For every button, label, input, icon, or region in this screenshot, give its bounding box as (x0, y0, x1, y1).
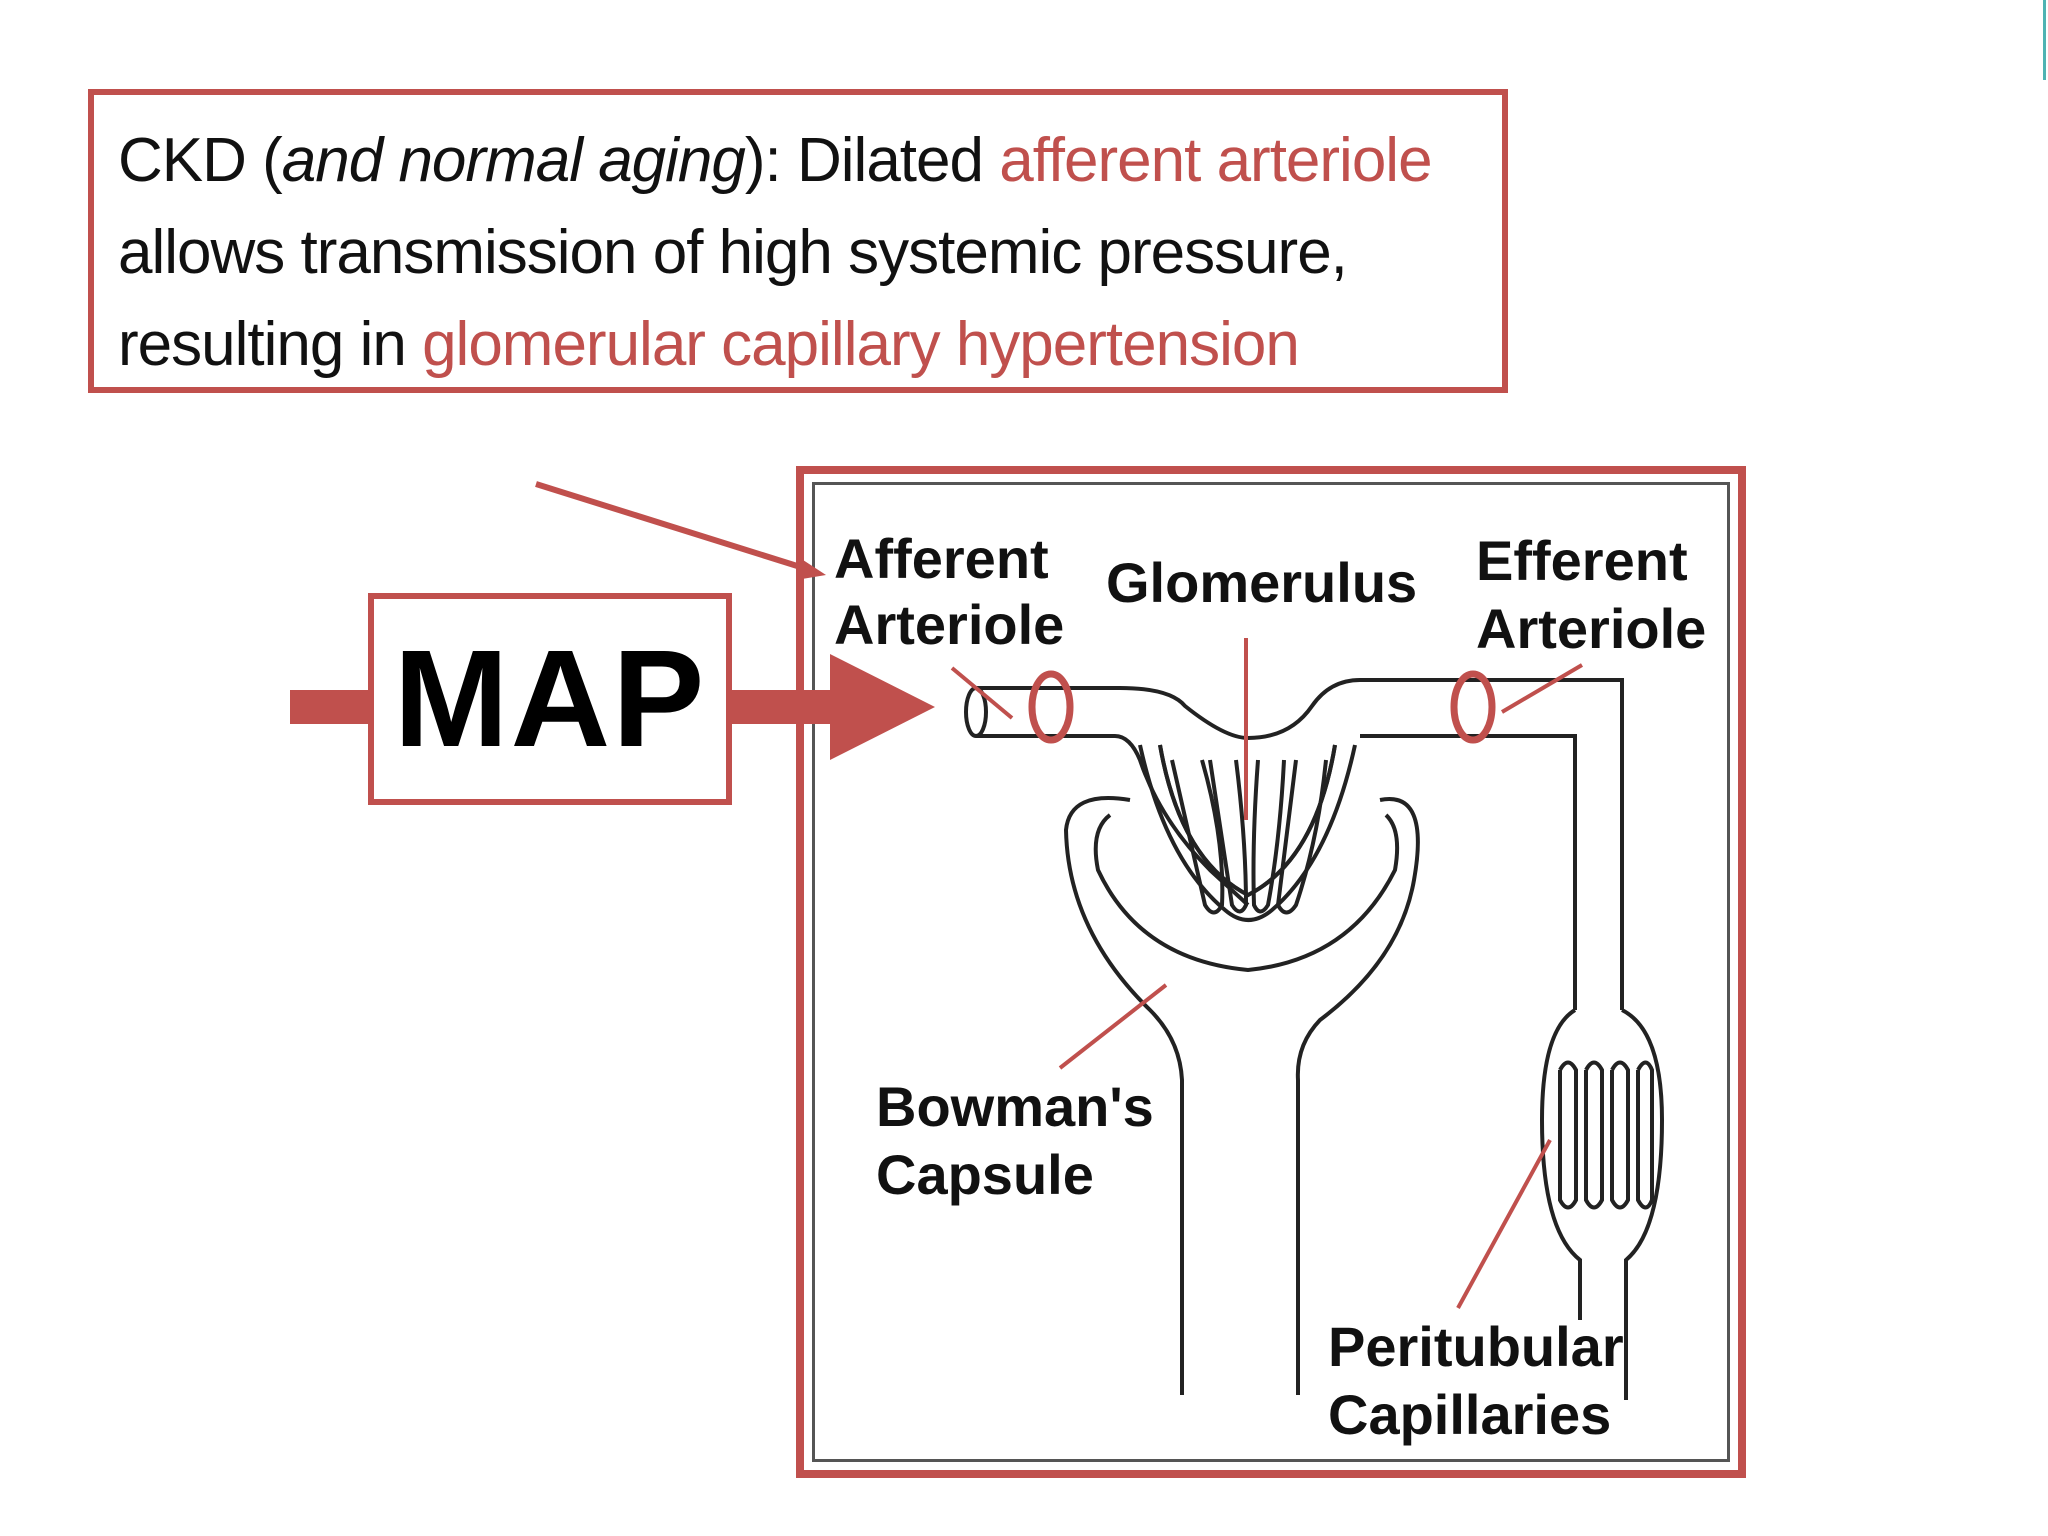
label-efferent-1: Efferent (1476, 529, 1688, 592)
afferent-pointer-head (796, 558, 826, 580)
capillary-loop-a (1170, 759, 1225, 915)
efferent-leader (1500, 663, 1584, 714)
efferent-bottom-path (1360, 734, 1577, 1010)
peritubular-leader (1456, 1139, 1552, 1309)
diagram-frame-inner (812, 482, 1730, 1462)
peritubular-right (1621, 1008, 1665, 1400)
label-peritubular-1: Peritubular (1328, 1315, 1624, 1378)
capillary-loop-b (1208, 759, 1249, 914)
label-bowmans-1: Bowman's (876, 1075, 1154, 1138)
peritubular-loop-4 (1636, 1060, 1654, 1210)
label-afferent-1: Afferent (834, 527, 1049, 590)
map-arrow-shaft (732, 690, 832, 724)
label-efferent-2: Arteriole (1476, 597, 1706, 660)
leader-lines (950, 638, 1584, 1309)
peritubular-loop-3 (1610, 1060, 1630, 1210)
caption-afferent-arteriole: afferent arteriole (999, 126, 1432, 195)
afferent-diameter-marker (1028, 670, 1074, 744)
map-box: MAP (368, 593, 732, 805)
caption-paren-close: ): (744, 126, 797, 195)
caption-line-2: allows transmission of high systemic pre… (118, 218, 1348, 287)
map-arrow-tail (290, 690, 370, 724)
label-afferent-2: Arteriole (834, 593, 1064, 656)
afferent-pointer-line (535, 481, 811, 573)
caption-ckd: CKD (118, 126, 247, 195)
capillary-loop-c (1251, 759, 1286, 914)
label-peritubular-2: Capillaries (1328, 1383, 1611, 1446)
label-glomerulus: Glomerulus (1106, 551, 1417, 614)
bowmans-leader (1058, 983, 1168, 1070)
slide-edge-line (2043, 0, 2046, 80)
caption-resulting-in: resulting in (118, 310, 423, 379)
caption-glomerular-hypertension: glomerular capillary hypertension (422, 310, 1300, 379)
bowmans-inner (1093, 813, 1400, 973)
caption-dilated: Dilated (797, 126, 1000, 195)
diagram-frame (796, 466, 1746, 1478)
label-bowmans-2: Capsule (876, 1143, 1094, 1206)
bowmans-outer-right (1295, 797, 1420, 1395)
capillary-loop-d (1275, 759, 1328, 915)
nephron-outline (964, 678, 1665, 1400)
afferent-leader (950, 666, 1014, 720)
glomerulus-outer-loop (1138, 744, 1357, 922)
peritubular-loop-2 (1584, 1060, 1604, 1210)
bowmans-outer-left (1063, 796, 1184, 1395)
map-label: MAP (393, 621, 707, 776)
caption-paren-open: ( (245, 126, 283, 195)
peritubular-left (1539, 1008, 1582, 1320)
afferent-bottom-path (976, 734, 1250, 907)
map-arrow-head (830, 654, 935, 760)
caption-italic-note: and normal aging (281, 126, 746, 195)
caption-box: CKD (and normal aging): Dilated afferent… (88, 89, 1508, 393)
peritubular-loop-1 (1558, 1060, 1578, 1210)
efferent-diameter-marker (1450, 670, 1496, 744)
